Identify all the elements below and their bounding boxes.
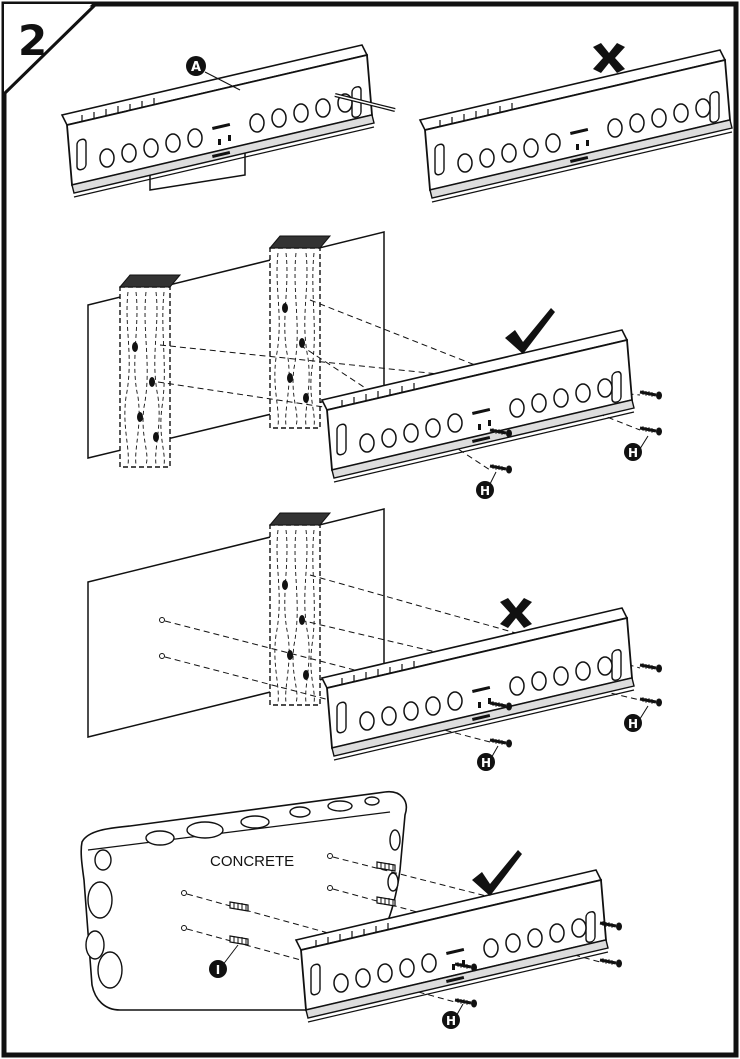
step-number: 2 bbox=[18, 16, 47, 65]
callout-h-letter: H bbox=[481, 756, 491, 770]
callout-i-letter: I bbox=[216, 963, 220, 977]
concrete-label: CONCRETE bbox=[210, 853, 294, 870]
callout-h-marker bbox=[442, 1011, 460, 1029]
pilot-hole bbox=[159, 653, 165, 659]
row-1-bracket-with-tool: A bbox=[61, 44, 396, 198]
callout-h-marker bbox=[477, 753, 495, 771]
callout-h-letter: H bbox=[480, 484, 490, 498]
row-3-single-stud-incorrect: H H bbox=[87, 508, 664, 771]
callout-h-marker bbox=[624, 443, 642, 461]
callout-h-marker bbox=[476, 481, 494, 499]
callout-a-marker bbox=[186, 56, 206, 76]
callout-h-letter: H bbox=[628, 717, 638, 731]
callout-i-marker bbox=[209, 960, 227, 978]
drill-holes bbox=[181, 853, 333, 931]
callout-h-marker bbox=[624, 714, 642, 732]
callout-h-letter: H bbox=[628, 446, 638, 460]
pilot-hole bbox=[159, 617, 165, 623]
callout-h-letter: H bbox=[446, 1014, 456, 1028]
row-4-concrete-correct: CONCRETE I bbox=[80, 790, 624, 1029]
row-2-wood-studs-correct: H H bbox=[87, 231, 664, 499]
callout-a-letter: A bbox=[191, 60, 201, 75]
step-corner: 2 bbox=[2, 2, 98, 96]
